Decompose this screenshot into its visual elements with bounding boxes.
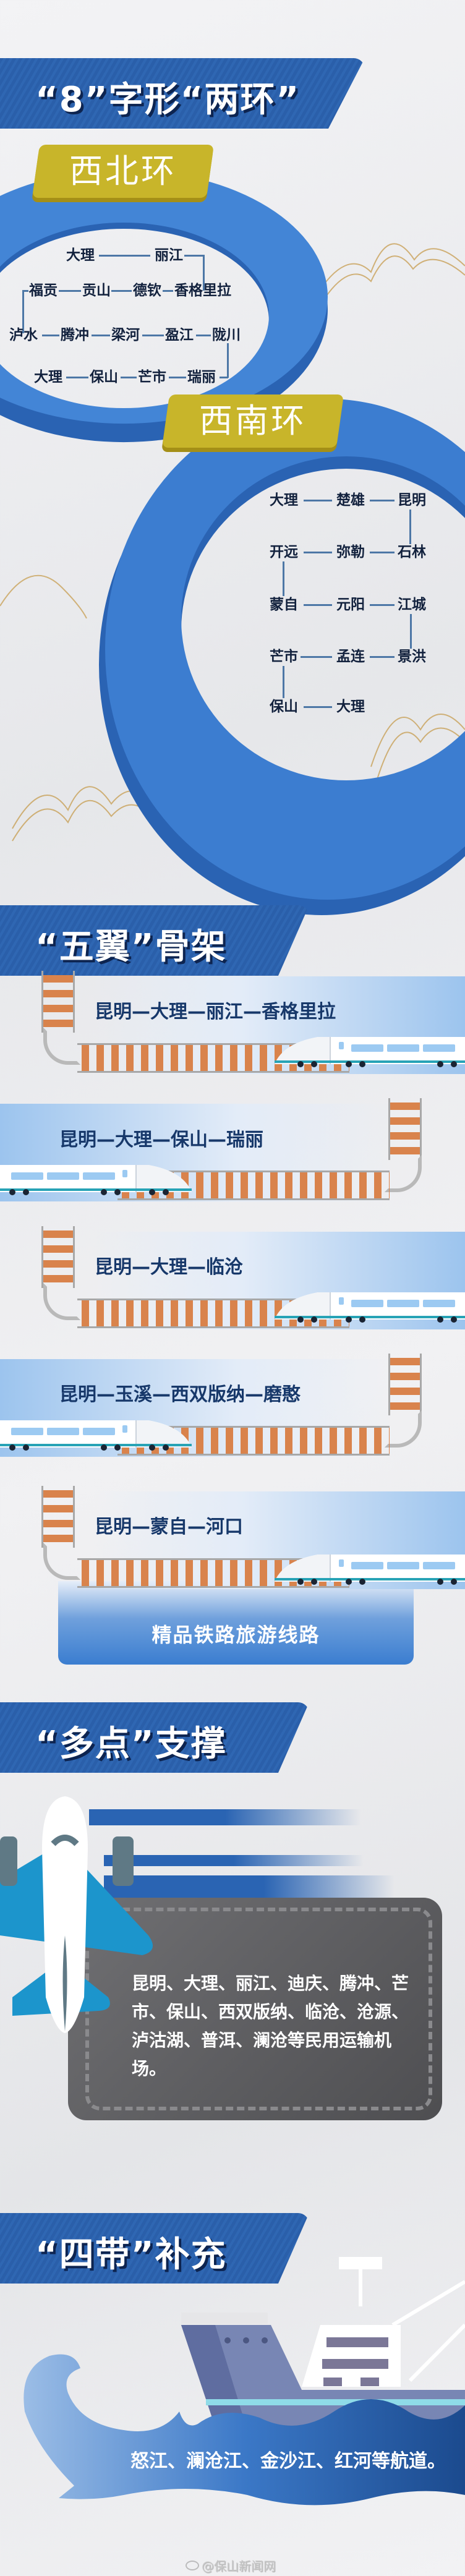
- section-banner-wings: “五翼”骨架: [0, 905, 309, 976]
- section-title: “四带”补充: [35, 2235, 227, 2275]
- city-label: 福贡: [29, 283, 58, 299]
- city-label: 陇川: [212, 327, 241, 343]
- city-label: 景洪: [398, 649, 426, 665]
- city-label: 香格里拉: [174, 283, 231, 299]
- city-label: 江城: [398, 597, 426, 613]
- city-label: 大理: [336, 699, 365, 715]
- southwest-ring-label: 西南环: [161, 395, 344, 448]
- city-label: 保山: [90, 369, 118, 385]
- route-label: 昆明—大理—保山—瑞丽: [59, 1129, 263, 1151]
- city-label: 开远: [270, 544, 298, 560]
- city-label: 芒市: [270, 649, 298, 665]
- city-label: 瑞丽: [187, 369, 216, 385]
- city-label: 德钦: [133, 283, 161, 299]
- wave-graphic: [23, 2354, 465, 2506]
- city-label: 楚雄: [336, 492, 365, 508]
- city-label: 腾冲: [61, 327, 89, 343]
- section-title: “8”字形“两环”: [35, 80, 301, 120]
- rail-track-icon: [388, 1354, 422, 1415]
- city-label: 保山: [270, 699, 298, 715]
- ring-bottom: [105, 399, 465, 900]
- mountain-decoration: [0, 243, 465, 842]
- train-icon: [0, 1161, 192, 1196]
- city-label: 丽江: [155, 247, 183, 263]
- decor-stripe: [104, 1855, 364, 1866]
- city-label: 芒市: [138, 369, 166, 385]
- section-banner-ring: “8”字形“两环”: [0, 58, 365, 129]
- rail-track-icon: [41, 1486, 75, 1548]
- northwest-ring-label: 西北环: [32, 145, 215, 198]
- city-label: 昆明: [398, 492, 426, 508]
- watermark: @保山新闻网: [186, 2556, 276, 2574]
- city-label: 泸水: [9, 327, 38, 343]
- train-icon: [275, 1551, 465, 1585]
- rail-track-icon: [388, 1098, 422, 1160]
- city-label: 梁河: [111, 327, 140, 343]
- airports-text: 昆明、大理、丽江、迪庆、腾冲、芒市、保山、西双版纳、临沧、沧源、泸沽湖、普洱、澜…: [132, 1973, 409, 2079]
- city-label: 孟连: [336, 649, 365, 665]
- airports-box: 昆明、大理、丽江、迪庆、腾冲、芒市、保山、西双版纳、临沧、沧源、泸沽湖、普洱、澜…: [68, 1898, 442, 2120]
- route-label: 昆明—大理—临沧: [95, 1256, 243, 1278]
- train-icon: [275, 1033, 465, 1068]
- figure-eight-graphic: [0, 170, 465, 915]
- city-label: 弥勒: [336, 544, 365, 560]
- city-label: 盈江: [165, 327, 194, 343]
- airplane-icon: [0, 1796, 153, 2033]
- rail-track-icon: [41, 971, 75, 1033]
- section-title: “多点”支撑: [35, 1724, 227, 1764]
- rail-track-icon: [41, 1226, 75, 1288]
- route-label: 昆明—蒙自—河口: [95, 1516, 243, 1538]
- city-label: 蒙自: [270, 597, 298, 613]
- train-icon: [0, 1417, 192, 1451]
- decor-stripe: [89, 1809, 361, 1825]
- ring-top: [0, 170, 328, 424]
- tour-route-label: 精品铁路旅游线路: [151, 1623, 320, 1647]
- section-banner-points: “多点”支撑: [0, 1702, 309, 1773]
- section-title: “五翼”骨架: [35, 927, 227, 967]
- train-icon: [275, 1289, 465, 1323]
- decor-stripe: [104, 1875, 395, 1898]
- section-banner-belts: “四带”补充: [0, 2213, 309, 2284]
- waterways-text: 怒江、澜沧江、金沙江、红河等航道。: [130, 2450, 446, 2472]
- route-label: 昆明—大理—丽江—香格里拉: [95, 1001, 336, 1023]
- city-label: 贡山: [82, 283, 111, 299]
- city-label: 大理: [270, 492, 298, 508]
- city-label: 元阳: [336, 597, 365, 613]
- city-label: 大理: [34, 369, 62, 385]
- route-label: 昆明—玉溪—西双版纳—磨憨: [59, 1384, 301, 1405]
- tour-route-box: 精品铁路旅游线路: [58, 1581, 414, 1665]
- ship-icon: [181, 2257, 465, 2430]
- city-label: 大理: [66, 247, 95, 263]
- city-label: 石林: [398, 544, 426, 560]
- weibo-logo-icon: [186, 2560, 199, 2570]
